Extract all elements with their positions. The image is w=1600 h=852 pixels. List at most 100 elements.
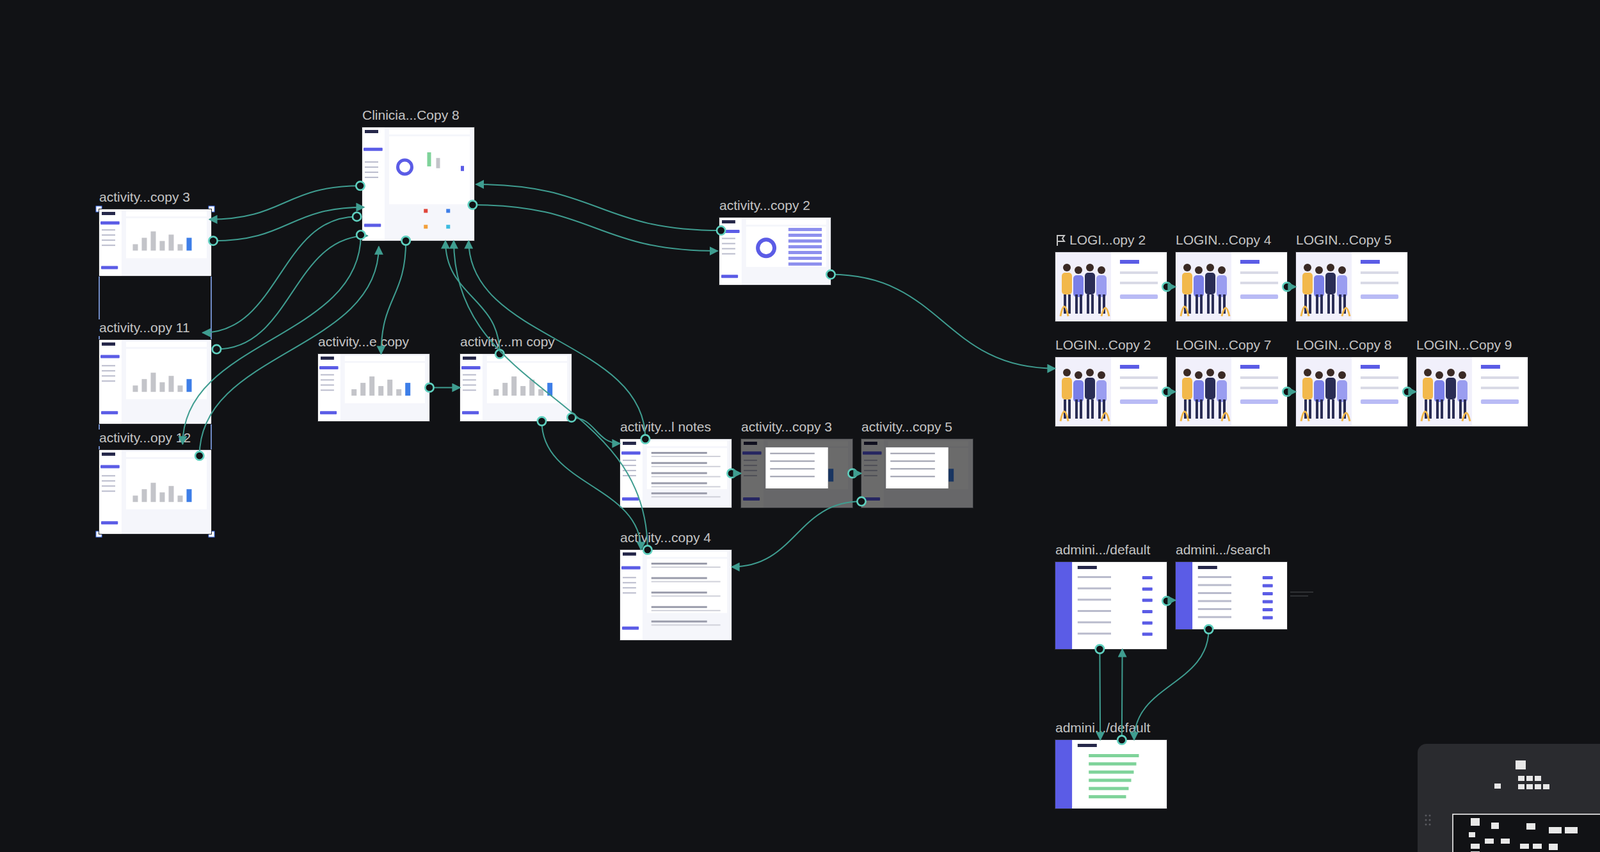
frame-preview	[1055, 252, 1167, 322]
prototype-connector	[1166, 286, 1176, 288]
prototype-frame: activity...copy 3	[741, 418, 853, 508]
frame-preview	[741, 439, 853, 508]
prototype-frame: activity...copy 2	[719, 197, 831, 285]
prototype-connector	[472, 204, 718, 251]
prototype-connector	[1121, 648, 1124, 740]
frame-preview	[861, 439, 973, 508]
prototype-connector	[542, 421, 642, 550]
prototype-connector	[731, 501, 862, 567]
prototype-frame: admini.../search	[1175, 541, 1288, 630]
prototype-connector	[852, 472, 862, 475]
frame-preview	[620, 439, 732, 508]
prototype-frame: activity...copy 5	[861, 418, 973, 508]
prototype-frame: activity...m copy	[460, 333, 572, 422]
frame-preview	[99, 339, 212, 424]
prototype-connector	[1407, 391, 1417, 393]
frame-title-row: activity...e copy	[316, 333, 411, 351]
frame-title: LOGIN...Copy 5	[1296, 231, 1392, 249]
prototype-frame: LOGIN...Copy 9	[1416, 336, 1528, 427]
prototype-frame: LOGIN...Copy 4	[1175, 231, 1288, 322]
frame-title: admini.../default	[1055, 719, 1151, 736]
frame-title: admini.../search	[1175, 541, 1271, 559]
prototype-connector	[199, 246, 379, 456]
frame-title: activity...copy 2	[719, 197, 811, 214]
frame-preview	[1055, 357, 1167, 427]
frame-title-row: activity...opy 12	[97, 429, 193, 447]
frame-title-row: LOGIN...Copy 7	[1173, 336, 1273, 354]
frame-title-row: activity...copy 5	[859, 418, 955, 436]
frame-title: admini.../default	[1055, 541, 1151, 559]
prototype-connector	[1134, 629, 1209, 740]
prototype-connector	[453, 240, 648, 550]
frame-title: activity...copy 3	[741, 418, 832, 436]
frame-thumbnail	[1175, 357, 1288, 427]
prototype-frame: activity...copy 4	[620, 529, 732, 640]
frame-title-row: activity...m copy	[458, 333, 557, 351]
frame-preview	[362, 127, 475, 241]
frame-title: LOGIN...Copy 4	[1175, 231, 1272, 249]
prototype-frame: LOGIN...Copy 7	[1175, 336, 1288, 427]
prototype-frame: LOGI...opy 2	[1055, 231, 1167, 322]
frame-title-row: LOGIN...Copy 5	[1294, 231, 1394, 249]
frame-preview	[1175, 252, 1288, 322]
start-flag-icon	[1055, 233, 1066, 247]
selection-handles	[96, 206, 215, 537]
frame-title: activity...copy 3	[99, 188, 191, 206]
frame-title: LOGIN...Copy 7	[1175, 336, 1272, 354]
frame-thumbnail	[1055, 561, 1167, 649]
selection-outline	[99, 209, 212, 534]
frame-title: activity...opy 12	[99, 429, 191, 447]
frame-title: activity...l notes	[620, 418, 712, 436]
frame-title-row: LOGIN...Copy 8	[1294, 336, 1394, 354]
frame-preview	[1296, 357, 1408, 427]
frame-title-row: admini.../default	[1053, 541, 1152, 559]
frame-thumbnail	[99, 339, 212, 424]
frame-preview	[318, 353, 430, 422]
frame-title: Clinicia...Copy 8	[362, 106, 460, 124]
frame-preview	[620, 549, 732, 640]
minimap	[1417, 743, 1600, 852]
frame-thumbnail	[1175, 252, 1288, 322]
frame-preview	[1175, 357, 1288, 427]
frame-title-row: activity...copy 2	[717, 197, 813, 214]
prototype-connector	[216, 235, 368, 349]
frame-thumbnail	[741, 439, 853, 508]
prototype-connector	[1166, 600, 1176, 601]
prototype-frame: activity...opy 11	[99, 319, 212, 424]
frame-title-row: Clinicia...Copy 8	[360, 106, 462, 124]
frame-thumbnail	[620, 549, 732, 640]
frame-thumbnail	[1296, 252, 1408, 322]
prototype-frame: LOGIN...Copy 8	[1296, 336, 1408, 427]
frame-thumbnail	[460, 353, 572, 422]
prototype-connector	[1098, 648, 1101, 740]
prototype-frame: LOGIN...Copy 2	[1055, 336, 1167, 427]
frame-title-row: LOGIN...Copy 9	[1414, 336, 1514, 354]
frame-preview	[99, 209, 212, 276]
prototype-connector	[202, 216, 357, 333]
frame-thumbnail	[362, 127, 475, 241]
prototype-connector	[571, 417, 621, 444]
frame-preview	[460, 353, 572, 422]
frame-thumbnail	[1175, 561, 1288, 630]
frame-thumbnail	[1055, 739, 1167, 809]
frame-thumbnail	[318, 353, 430, 422]
frame-thumbnail	[1296, 357, 1408, 427]
frame-title: LOGIN...Copy 9	[1416, 336, 1512, 354]
frame-title-row: admini.../search	[1173, 541, 1273, 559]
frame-title-row: LOGIN...Copy 4	[1173, 231, 1273, 249]
prototype-frame: admini.../default	[1055, 541, 1167, 649]
frame-title-row: activity...opy 11	[97, 319, 192, 336]
frame-title-row: activity...copy 3	[739, 418, 834, 436]
frame-title: activity...m copy	[460, 333, 555, 351]
frame-title-row: LOGIN...Copy 2	[1053, 336, 1153, 354]
frame-title-row: admini.../default	[1053, 719, 1152, 736]
frame-title-row: activity...l notes	[618, 418, 713, 436]
prototype-connector	[830, 274, 1056, 369]
frame-title: LOGIN...Copy 8	[1296, 336, 1392, 354]
prototype-frame: activity...copy 3	[99, 188, 212, 276]
prototype-frame: Clinicia...Copy 8	[362, 106, 475, 241]
frame-preview	[1175, 561, 1288, 630]
prototype-connector	[445, 240, 500, 354]
hotspot-trail	[1290, 592, 1314, 596]
